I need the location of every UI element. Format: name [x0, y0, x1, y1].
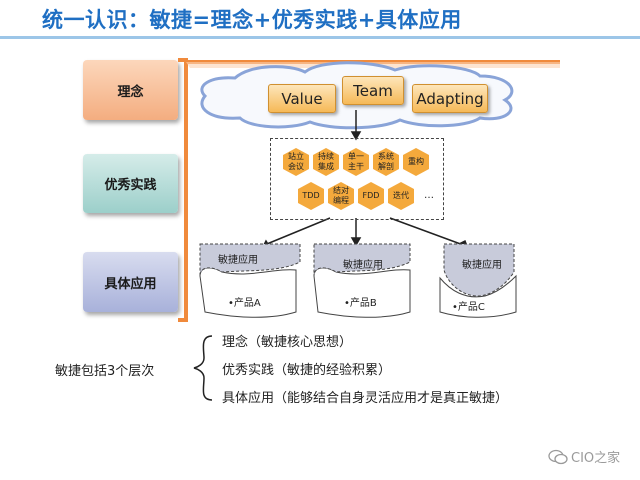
- value-box-adapting: Adapting: [412, 84, 488, 113]
- hexagon-refactor: 重构: [403, 148, 429, 176]
- watermark-text: CIO之家: [571, 451, 621, 466]
- hexagon-iteration: 迭代: [388, 182, 414, 210]
- hexagon-standup: 站立会议: [283, 148, 309, 176]
- value-box-value: Value: [268, 84, 336, 113]
- hexagon-trunk: 单一主干: [343, 148, 369, 176]
- wechat-icon: [548, 449, 568, 464]
- hexagon-tdd: TDD: [298, 182, 324, 210]
- page-title: 统一认识：敏捷=理念+优秀实践+具体应用: [42, 8, 462, 32]
- hexagon-fdd: FDD: [358, 182, 384, 210]
- summary-line-practice: 优秀实践（敏捷的经验积累）: [222, 363, 392, 378]
- practices-container: [270, 138, 444, 220]
- summary-intro: 敏捷包括3个层次: [55, 364, 155, 379]
- application-b-label: 敏捷应用: [343, 260, 383, 271]
- row-label-application: 具体应用: [83, 252, 178, 312]
- concept-connector: [178, 58, 188, 322]
- hexagon-system: 系统解剖: [373, 148, 399, 176]
- hexagon-more: …: [424, 190, 434, 201]
- application-c-label: 敏捷应用: [462, 260, 502, 271]
- summary-line-application: 具体应用（能够结合自身灵活应用才是真正敏捷）: [222, 391, 509, 406]
- application-a-product: •产品A: [228, 298, 261, 309]
- application-b-product: •产品B: [344, 298, 377, 309]
- row-label-practice: 优秀实践: [83, 154, 178, 213]
- application-shapes: [199, 243, 517, 318]
- title-divider: [0, 36, 640, 39]
- summary-brace: [193, 335, 213, 401]
- summary-line-concept: 理念（敏捷核心思想）: [222, 335, 353, 350]
- hexagon-ci: 持续集成: [313, 148, 339, 176]
- application-a-label: 敏捷应用: [218, 255, 258, 266]
- value-box-team: Team: [342, 76, 404, 105]
- watermark: CIO之家: [548, 447, 620, 466]
- row-label-concept: 理念: [83, 60, 178, 120]
- application-c-product: •产品C: [452, 302, 485, 313]
- hexagon-pair: 结对编程: [328, 182, 354, 210]
